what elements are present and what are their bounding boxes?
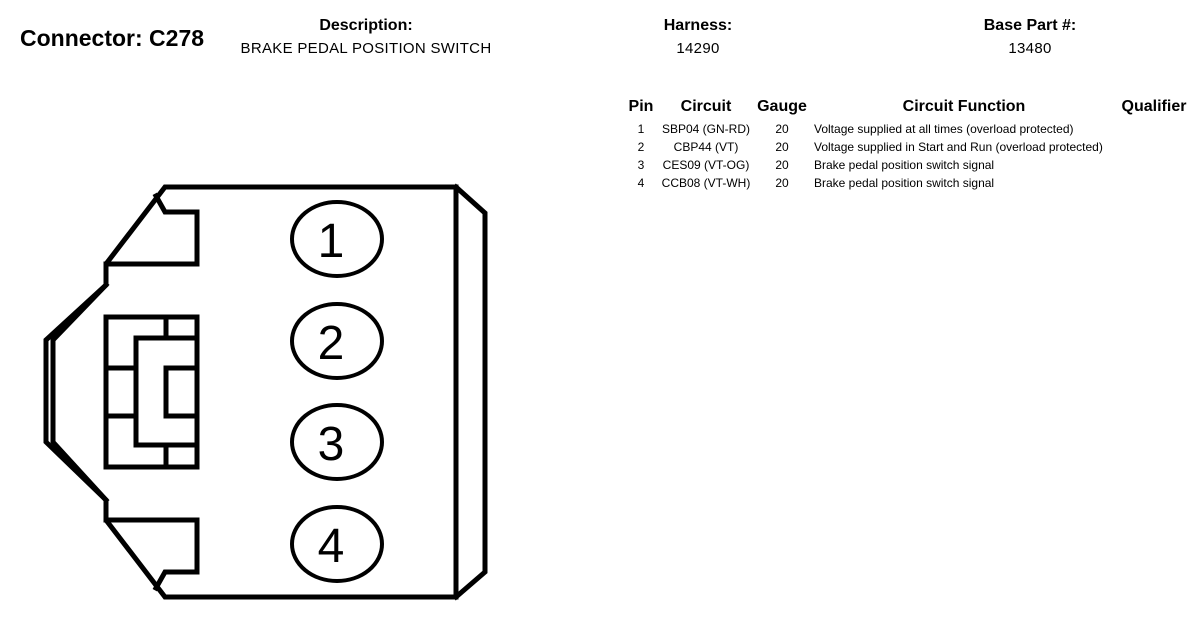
connector-back-plate xyxy=(452,183,488,601)
locking-tab-center xyxy=(163,365,200,419)
cell-circuit: CES09 (VT-OG) xyxy=(662,158,750,172)
cell-gauge: 20 xyxy=(775,176,789,190)
cell-gauge: 20 xyxy=(775,140,789,154)
cell-qualifier xyxy=(1114,138,1194,156)
table-row: 3 CES09 (VT-OG) 20 Brake pedal position … xyxy=(622,156,1194,174)
column-header-circuit-function: Circuit Function xyxy=(902,98,1026,115)
table-row: 2 CBP44 (VT) 20 Voltage supplied in Star… xyxy=(622,138,1194,156)
connector-upper-notch xyxy=(103,192,200,267)
pin-table-header-row: Pin Circuit Gauge Circuit Function Quali… xyxy=(622,97,1194,120)
cell-circuit: SBP04 (GN-RD) xyxy=(661,122,750,136)
description-label: Description: xyxy=(319,17,413,34)
pin-label-2: 2 xyxy=(318,317,345,370)
pin-label-1: 1 xyxy=(318,215,345,268)
cell-circuit-function: Brake pedal position switch signal xyxy=(814,176,995,190)
cell-pin: 1 xyxy=(637,122,645,136)
pin-label-4: 4 xyxy=(318,520,345,573)
table-row: 1 SBP04 (GN-RD) 20 Voltage supplied at a… xyxy=(622,120,1194,138)
column-header-qualifier: Qualifier xyxy=(1121,98,1187,115)
pin-cavity-1 xyxy=(290,200,384,278)
cell-qualifier xyxy=(1114,174,1194,192)
base-part-label: Base Part #: xyxy=(983,17,1077,34)
cell-circuit: CCB08 (VT-WH) xyxy=(661,176,751,190)
connector-lower-notch xyxy=(103,517,200,592)
connector-title: Connector: C278 xyxy=(20,25,205,51)
pin-cavity-3 xyxy=(290,403,384,481)
connector-face-diagram: 1 2 3 4 xyxy=(43,183,488,601)
cell-circuit-function: Voltage supplied in Start and Run (overl… xyxy=(814,140,1103,154)
table-row: 4 CCB08 (VT-WH) 20 Brake pedal position … xyxy=(622,174,1194,192)
pin-label-3: 3 xyxy=(318,418,345,471)
cell-circuit: CBP44 (VT) xyxy=(673,140,739,154)
cell-gauge: 20 xyxy=(775,122,789,136)
cell-circuit-function: Brake pedal position switch signal xyxy=(814,158,995,172)
pin-table: Pin Circuit Gauge Circuit Function Quali… xyxy=(622,97,1194,192)
cell-qualifier xyxy=(1114,120,1194,138)
column-header-circuit: Circuit xyxy=(680,98,732,115)
pin-cavity-4 xyxy=(290,505,384,583)
base-part-block: Base Part #: 13480 xyxy=(965,17,1095,57)
cell-pin: 2 xyxy=(637,140,645,154)
column-header-pin: Pin xyxy=(628,98,654,115)
connector-housing-inner-edge xyxy=(50,281,110,504)
cell-circuit-function: Voltage supplied at all times (overload … xyxy=(814,122,1074,136)
description-value: BRAKE PEDAL POSITION SWITCH xyxy=(240,40,492,57)
harness-value: 14290 xyxy=(676,40,720,57)
cell-pin: 3 xyxy=(637,158,645,172)
base-part-value: 13480 xyxy=(1008,40,1052,57)
column-header-gauge: Gauge xyxy=(757,98,807,115)
harness-block: Harness: 14290 xyxy=(640,17,756,57)
harness-label: Harness: xyxy=(663,17,733,34)
description-block: Description: BRAKE PEDAL POSITION SWITCH xyxy=(225,17,507,57)
pin-cavity-2 xyxy=(290,302,384,380)
cell-qualifier xyxy=(1114,156,1194,174)
cell-pin: 4 xyxy=(637,176,645,190)
cell-gauge: 20 xyxy=(775,158,789,172)
